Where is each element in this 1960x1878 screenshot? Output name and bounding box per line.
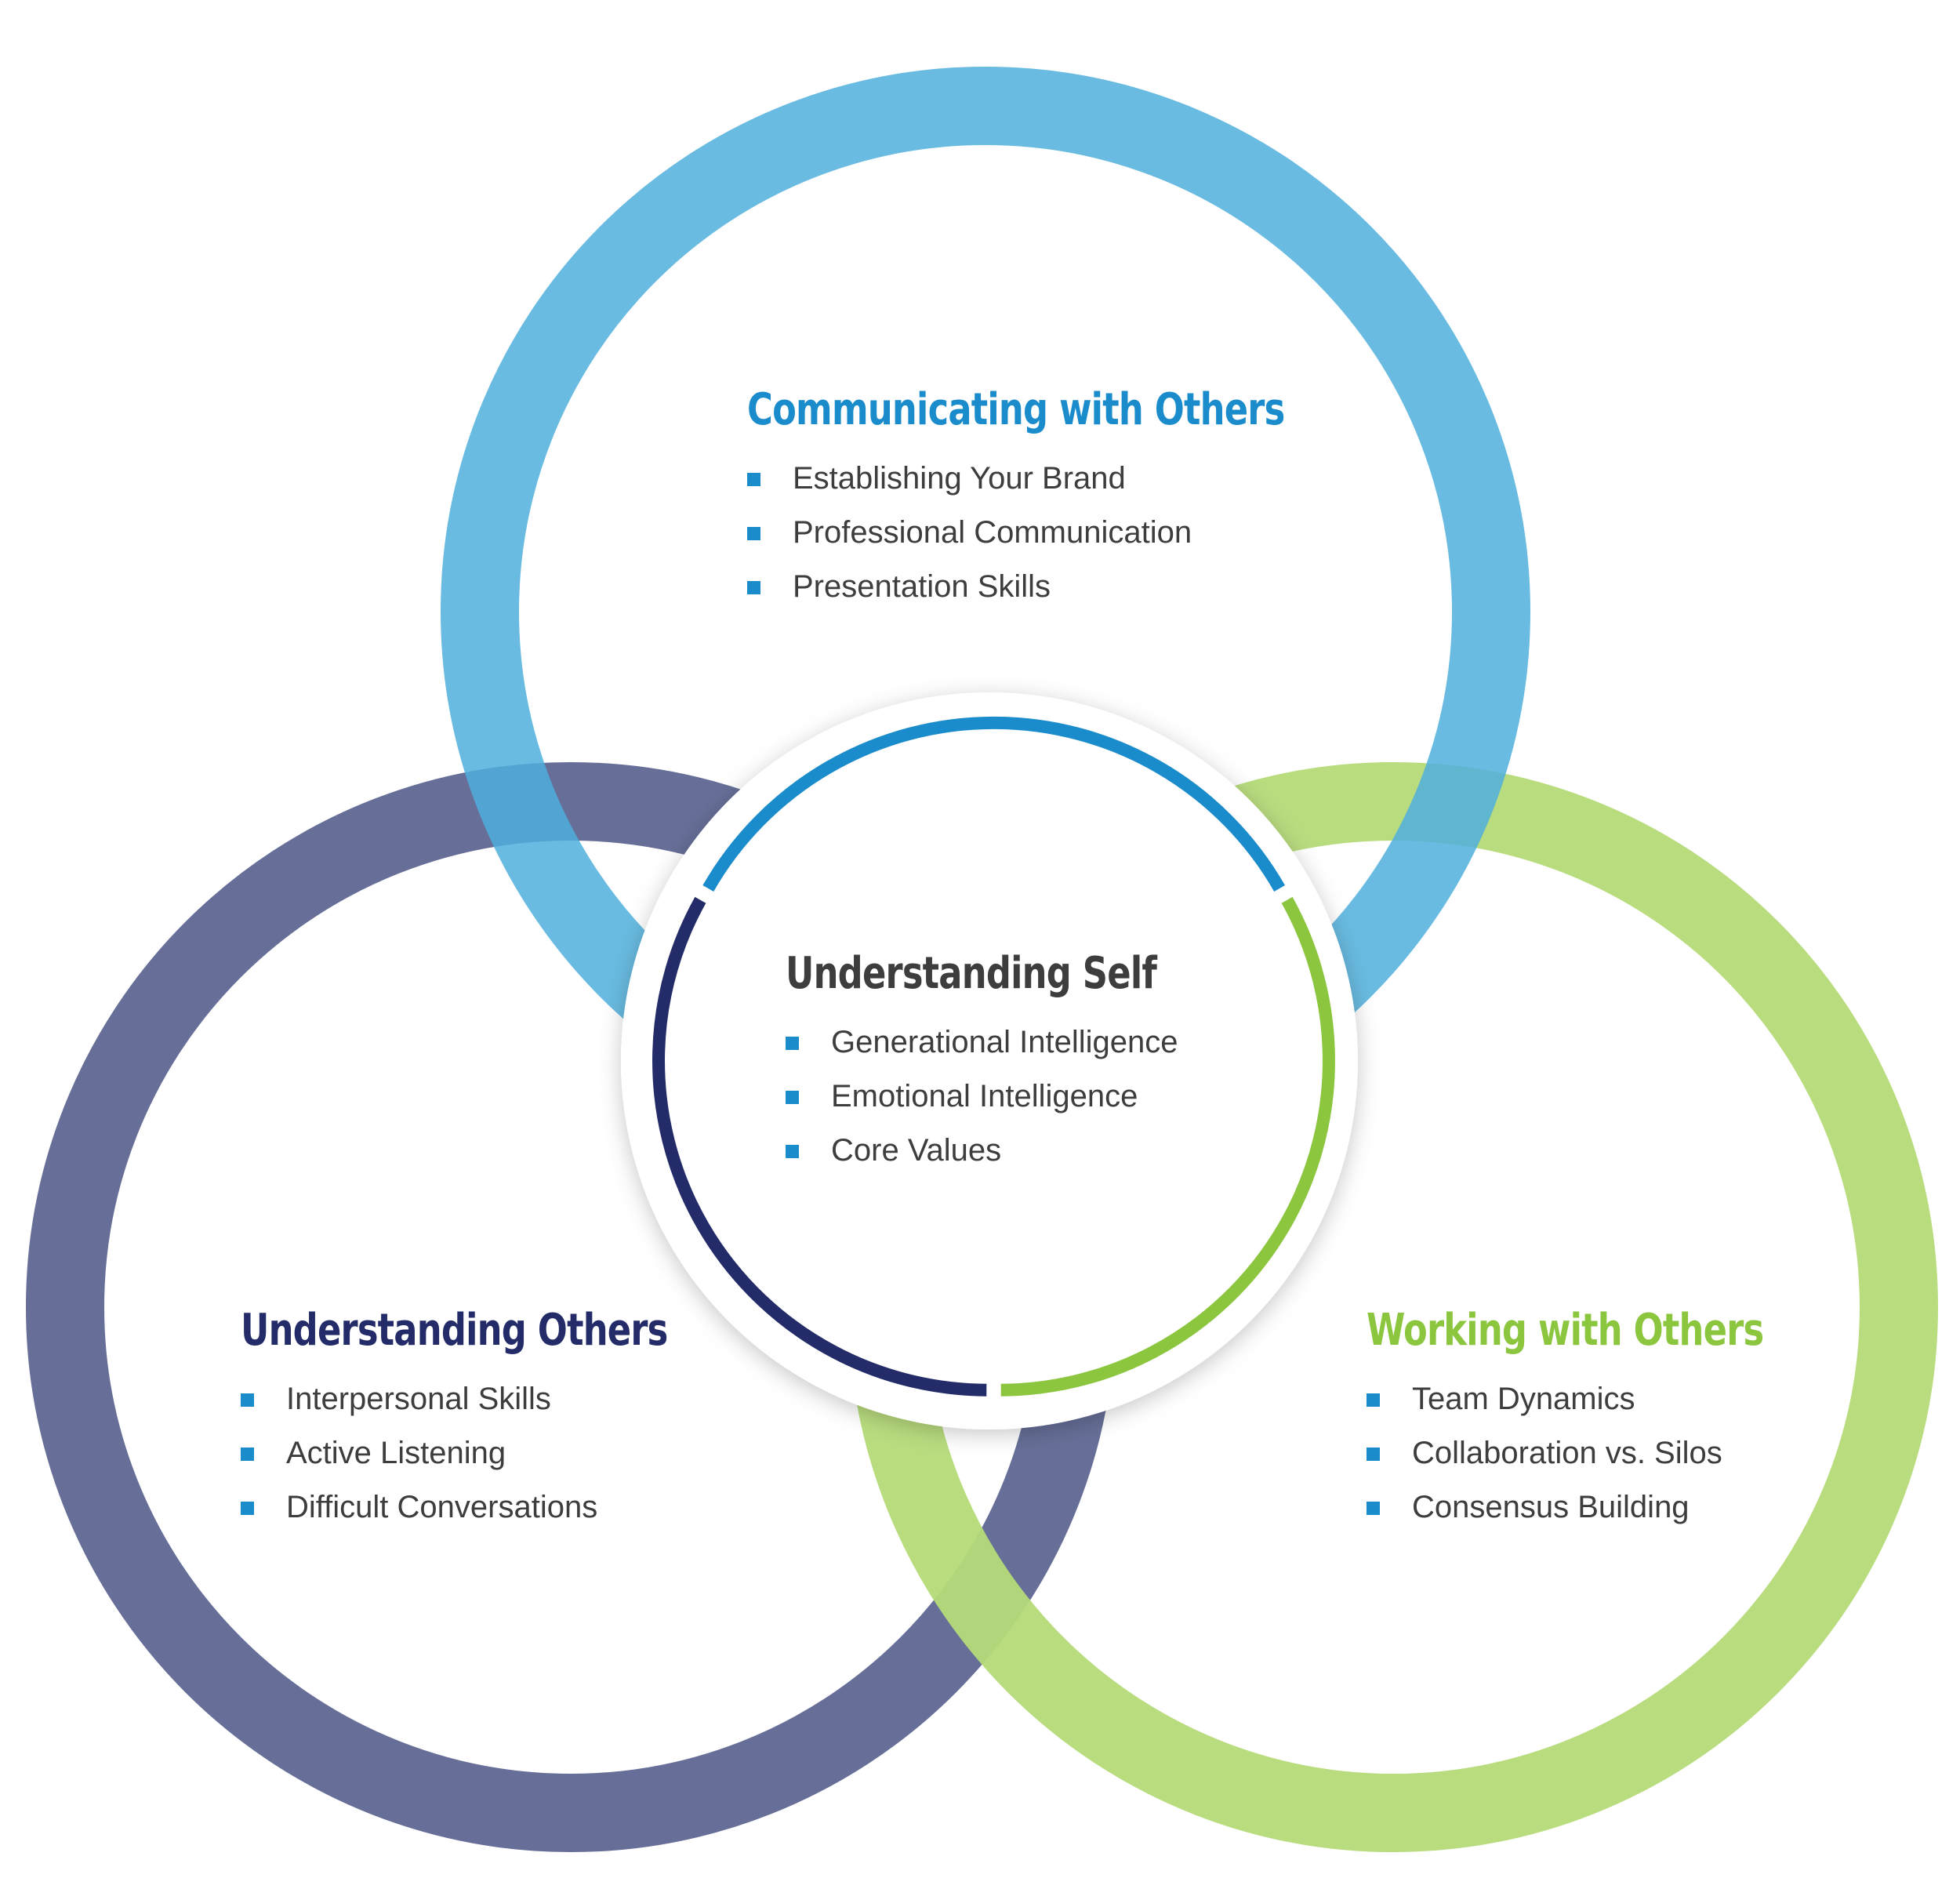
- center-arc-blue: [702, 716, 1286, 892]
- understanding-self-section: Understanding Self Generational Intellig…: [786, 946, 1249, 1178]
- square-bullet-icon: [241, 1502, 254, 1515]
- understanding-self-list: Generational Intelligence Emotional Inte…: [786, 1015, 1249, 1178]
- list-item: Team Dynamics: [1367, 1372, 1863, 1426]
- center-disc: [621, 692, 1358, 1429]
- communicating-section: Communicating with Others Establishing Y…: [747, 383, 1419, 614]
- square-bullet-icon: [1367, 1502, 1380, 1515]
- list-item: Establishing Your Brand: [747, 452, 1419, 506]
- understanding-self-title: Understanding Self: [786, 948, 1157, 999]
- communicating-title: Communicating with Others: [747, 384, 1285, 435]
- list-item: Collaboration vs. Silos: [1367, 1426, 1863, 1480]
- list-item: Generational Intelligence: [786, 1015, 1249, 1070]
- list-item: Interpersonal Skills: [241, 1372, 775, 1426]
- center-arc-green: [1000, 896, 1335, 1397]
- square-bullet-icon: [1367, 1448, 1380, 1461]
- working-title: Working with Others: [1367, 1305, 1764, 1356]
- working-section: Working with Others Team Dynamics Collab…: [1367, 1303, 1863, 1535]
- center-arc-navy: [652, 896, 987, 1397]
- list-item: Presentation Skills: [747, 560, 1419, 614]
- square-bullet-icon: [747, 581, 760, 594]
- understanding-others-section: Understanding Others Interpersonal Skill…: [241, 1303, 775, 1535]
- understanding-others-list: Interpersonal Skills Active Listening Di…: [241, 1372, 775, 1535]
- list-item: Active Listening: [241, 1426, 775, 1480]
- square-bullet-icon: [786, 1145, 799, 1158]
- square-bullet-icon: [747, 527, 760, 540]
- list-item: Consensus Building: [1367, 1480, 1863, 1535]
- square-bullet-icon: [1367, 1393, 1380, 1407]
- list-item: Professional Communication: [747, 506, 1419, 560]
- list-item: Difficult Conversations: [241, 1480, 775, 1535]
- communicating-list: Establishing Your Brand Professional Com…: [747, 452, 1419, 614]
- square-bullet-icon: [786, 1037, 799, 1050]
- working-list: Team Dynamics Collaboration vs. Silos Co…: [1367, 1372, 1863, 1535]
- square-bullet-icon: [747, 473, 760, 486]
- understanding-others-title: Understanding Others: [241, 1305, 668, 1356]
- square-bullet-icon: [241, 1393, 254, 1407]
- square-bullet-icon: [786, 1091, 799, 1104]
- list-item: Emotional Intelligence: [786, 1070, 1249, 1124]
- list-item: Core Values: [786, 1124, 1249, 1178]
- square-bullet-icon: [241, 1448, 254, 1461]
